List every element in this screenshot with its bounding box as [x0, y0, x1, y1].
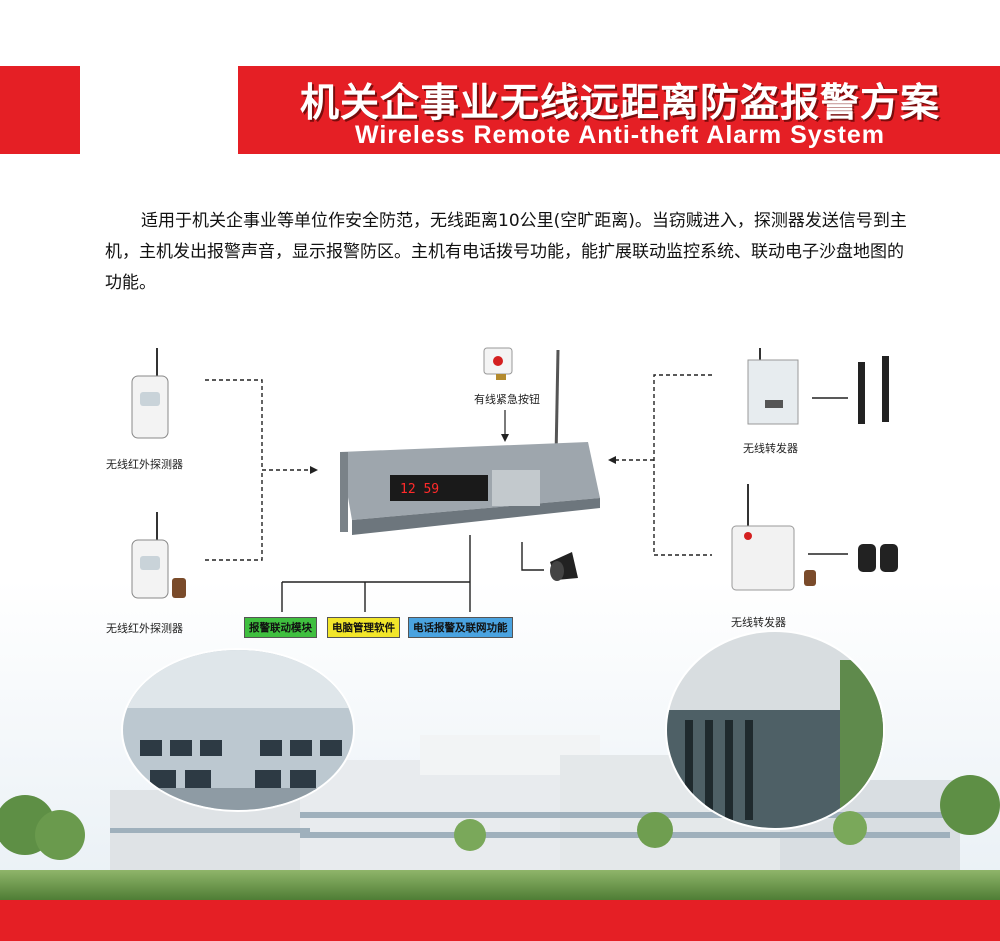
label-pir-detector-top: 无线红外探测器: [106, 458, 183, 471]
beam-sensor-top-icon: [858, 356, 889, 424]
transponder-top-icon: [747, 348, 799, 425]
label-pir-detector-bottom: 无线红外探测器: [106, 622, 183, 635]
tag-phone-alarm-network: 电话报警及联网功能: [408, 617, 513, 638]
pir-detector-bottom-icon: [131, 512, 186, 599]
label-transponder-top: 无线转发器: [743, 442, 798, 455]
header-banner-gap: [80, 66, 238, 154]
siren-icon: [550, 552, 578, 581]
label-emergency-button: 有线紧急按钮: [474, 393, 540, 406]
tag-pc-management-software: 电脑管理软件: [327, 617, 400, 638]
transponder-bottom-icon: [731, 484, 816, 591]
title-chinese: 机关企事业无线远距离防盗报警方案: [299, 81, 940, 126]
label-transponder-bottom: 无线转发器: [731, 616, 786, 629]
emergency-button-icon: [483, 347, 513, 380]
intro-paragraph: 适用于机关企事业等单位作安全防范，无线距离10公里(空旷距离)。当窃贼进入，探测…: [105, 206, 915, 299]
host-display-readout: 12 59: [400, 482, 439, 497]
campus-scene: [0, 580, 1000, 941]
header-banner-left: [0, 66, 80, 154]
system-diagram: 12 59: [131, 347, 898, 612]
alarm-host-icon: [340, 442, 600, 535]
title-english: Wireless Remote Anti-theft Alarm System: [354, 121, 886, 149]
intro-text: 适用于机关企事业等单位作安全防范，无线距离10公里(空旷距离)。当窃贼进入，探测…: [105, 211, 907, 293]
tag-alarm-linkage-module: 报警联动模块: [244, 617, 317, 638]
beam-sensor-bottom-icon: [858, 544, 898, 572]
header-banner: [238, 66, 1000, 154]
pir-detector-top-icon: [131, 348, 169, 439]
